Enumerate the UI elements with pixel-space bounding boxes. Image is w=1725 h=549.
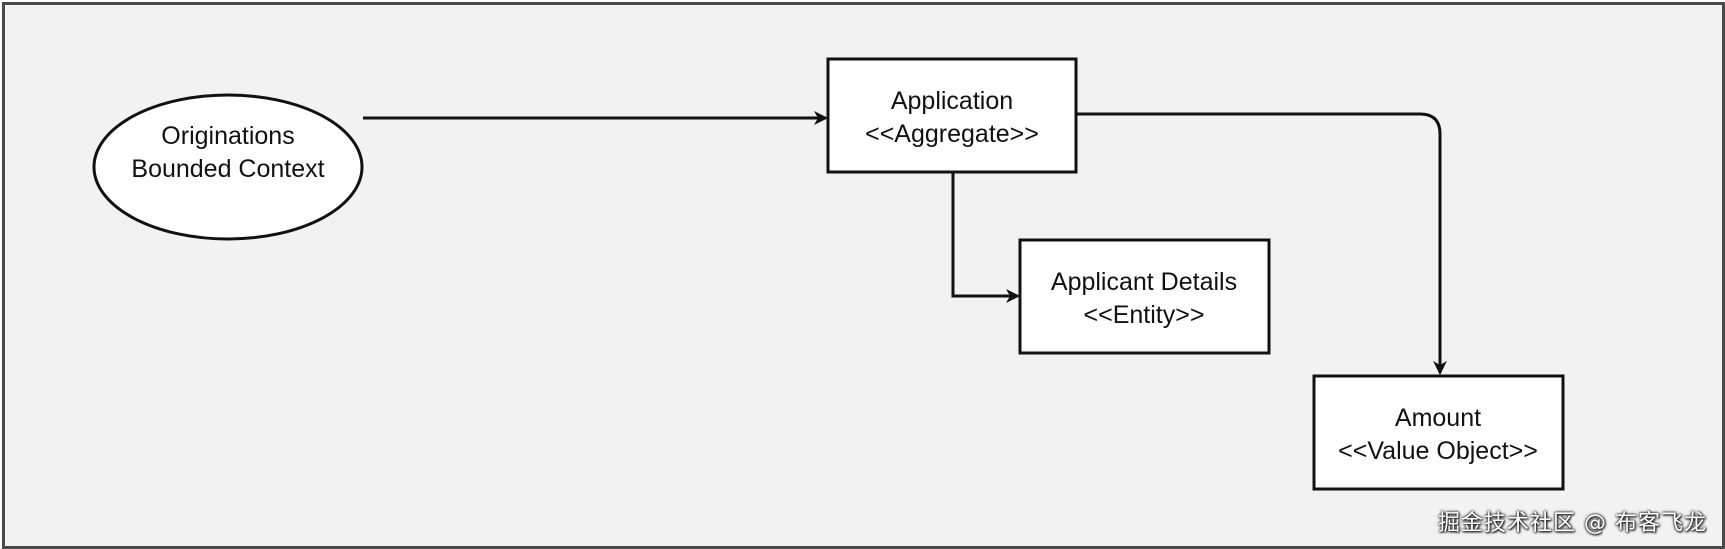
edge-application-to-amount <box>1075 112 1447 375</box>
node-originations-bounded-context[interactable]: Originations Bounded Context <box>92 93 364 241</box>
node-originations-line2: Bounded Context <box>131 155 324 183</box>
watermark-text: 掘金技术社区 @ 布客飞龙 <box>1438 511 1707 536</box>
node-applicant-details-line1: Applicant Details <box>1051 268 1237 296</box>
node-amount-value-object[interactable]: Amount <<Value Object>> <box>1312 374 1565 491</box>
node-amount-line2: <<Value Object>> <box>1338 437 1538 465</box>
node-applicant-details-entity[interactable]: Applicant Details <<Entity>> <box>1018 238 1271 355</box>
node-applicant-details-line2: <<Entity>> <box>1084 301 1205 329</box>
node-amount-line1: Amount <box>1395 404 1481 432</box>
node-originations-line1: Originations <box>161 122 294 150</box>
node-application-aggregate[interactable]: Application <<Aggregate>> <box>826 57 1078 174</box>
node-application-line2: <<Aggregate>> <box>865 120 1039 148</box>
node-application-line1: Application <box>891 87 1013 115</box>
edge-application-to-applicant-details <box>951 172 1020 303</box>
